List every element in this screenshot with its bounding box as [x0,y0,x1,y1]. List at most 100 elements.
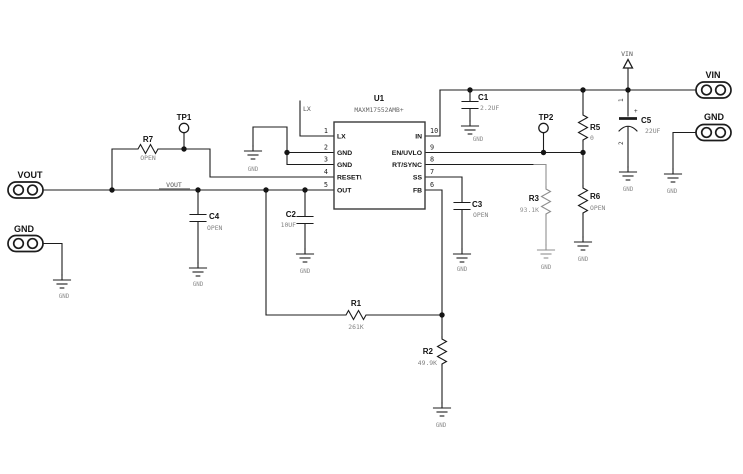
vin-connector-label: VIN [705,70,720,80]
pin-num-8: 8 [430,156,434,164]
c2-capacitor: C2 10UF GND [281,210,315,275]
gnd-right-wire [672,131,698,170]
gnd-left-connector [7,234,44,253]
c5-ref: C5 [641,116,652,125]
c4-ground-symbol [188,262,208,277]
c5-polarity-mark: + [634,108,638,115]
c5-value: 22UF [645,127,661,135]
vin-connector [695,81,732,99]
net-label-vin: VIN [621,50,633,58]
r7-resistor [135,143,161,155]
pin-num-6: 6 [430,181,434,189]
c1-ground-symbol [460,120,480,135]
c4-value: OPEN [207,224,223,232]
r1-ref: R1 [351,299,362,308]
pin-name-out: OUT [337,188,352,195]
r1-value: 261K [348,323,364,331]
pin-num-5: 5 [324,181,328,189]
net-label-lx: LX [303,105,311,113]
c2-ground-symbol [295,248,315,263]
r6-ground-symbol [573,236,593,251]
net-label-vout: VOUT [166,181,182,189]
pin-num-9: 9 [430,144,434,152]
chip-ref: U1 [374,94,385,103]
r6-ground-label: GND [578,257,589,263]
r6-resistor [577,185,589,215]
r3-value: 93.1K [520,206,539,214]
r3-stems [533,163,547,246]
pin-name-reset: RESET\ [337,175,362,182]
pin-num-4: 4 [324,168,328,176]
c2-ref: C2 [286,210,297,219]
c3-plates [453,201,471,211]
gnd-right-ground-label: GND [667,189,678,195]
r6-ref: R6 [590,192,601,201]
pin-name-en-uvlo: EN/UVLO [392,150,422,157]
r3-resistor [540,186,552,216]
pin-name-gnd2: GND [337,150,352,157]
r2-ref: R2 [423,347,434,356]
ss-c3-wire [424,176,463,250]
r2-ground-symbol [432,402,452,417]
r3-branch: R3 93.1K GND [424,163,556,271]
c1-ground-label: GND [473,137,484,143]
r7-wires [111,148,185,191]
junction-dots [109,87,631,318]
c2-ground-label: GND [300,269,311,275]
c1-plates [461,100,479,110]
c2-value: 10UF [281,221,297,229]
chip-u1: U1 MAXM17552AMB+ LX GND GND RESET\ OUT I… [324,94,438,210]
gnd-right-connector [695,123,732,142]
r6-value: OPEN [590,204,606,212]
tp2-ref: TP2 [539,113,554,122]
c5-pin2-label: 2 [618,141,625,145]
gnd-left-connector-label: GND [14,224,35,234]
r3-ground-symbol [536,244,556,259]
pin-num-1: 1 [324,127,328,135]
c3-ground-symbol [452,248,472,263]
tp1-ref: TP1 [177,113,192,122]
c1-ref: C1 [478,93,489,102]
c4-ground-label: GND [193,282,204,288]
c2-plates [296,215,314,225]
c5-ground-symbol [618,166,638,181]
chip-gnd-ground-symbol [243,145,263,160]
c3-ref: C3 [472,200,483,209]
c4-capacitor: C4 OPEN GND [188,212,223,288]
pin-num-7: 7 [430,168,434,176]
r7-value: OPEN [140,154,156,162]
vout-connector-label: VOUT [17,170,43,180]
gnd-left-wire [42,242,63,276]
r7-ref: R7 [143,135,154,144]
r5-value: 0 [590,134,594,142]
c4-ref: C4 [209,212,220,221]
pin-name-rt-sync: RT/SYNC [392,162,422,169]
c5-ground-label: GND [623,187,634,193]
fb-wire [424,189,443,316]
c3-value: OPEN [473,211,489,219]
lx-wire [299,100,335,137]
wires [42,66,698,404]
chip-part-number: MAXM17552AMB+ [354,107,403,114]
tp1-testpoint [178,122,190,134]
gnd-left-ground-symbol [52,274,72,289]
reset-tp1-wire [183,131,335,178]
pin-name-ss: SS [413,175,423,182]
r1-resistor [343,309,369,321]
pin-num-2: 2 [324,144,328,152]
vout-connector [7,181,44,199]
r3-ref: R3 [529,194,540,203]
c3-capacitor: C3 OPEN GND [452,200,489,273]
gnd-right-connector-label: GND [704,112,725,122]
gnd-pins-wire [252,126,335,166]
c1-value: 2.2UF [480,104,499,112]
vin-power-flag-icon [622,58,634,69]
r2-resistor [436,336,448,366]
gnd-left-ground-label: GND [59,294,70,300]
r5-ref: R5 [590,123,601,132]
r5-resistor [577,112,589,142]
r2-value: 49.9K [418,359,437,367]
tp2-testpoint [538,122,549,134]
